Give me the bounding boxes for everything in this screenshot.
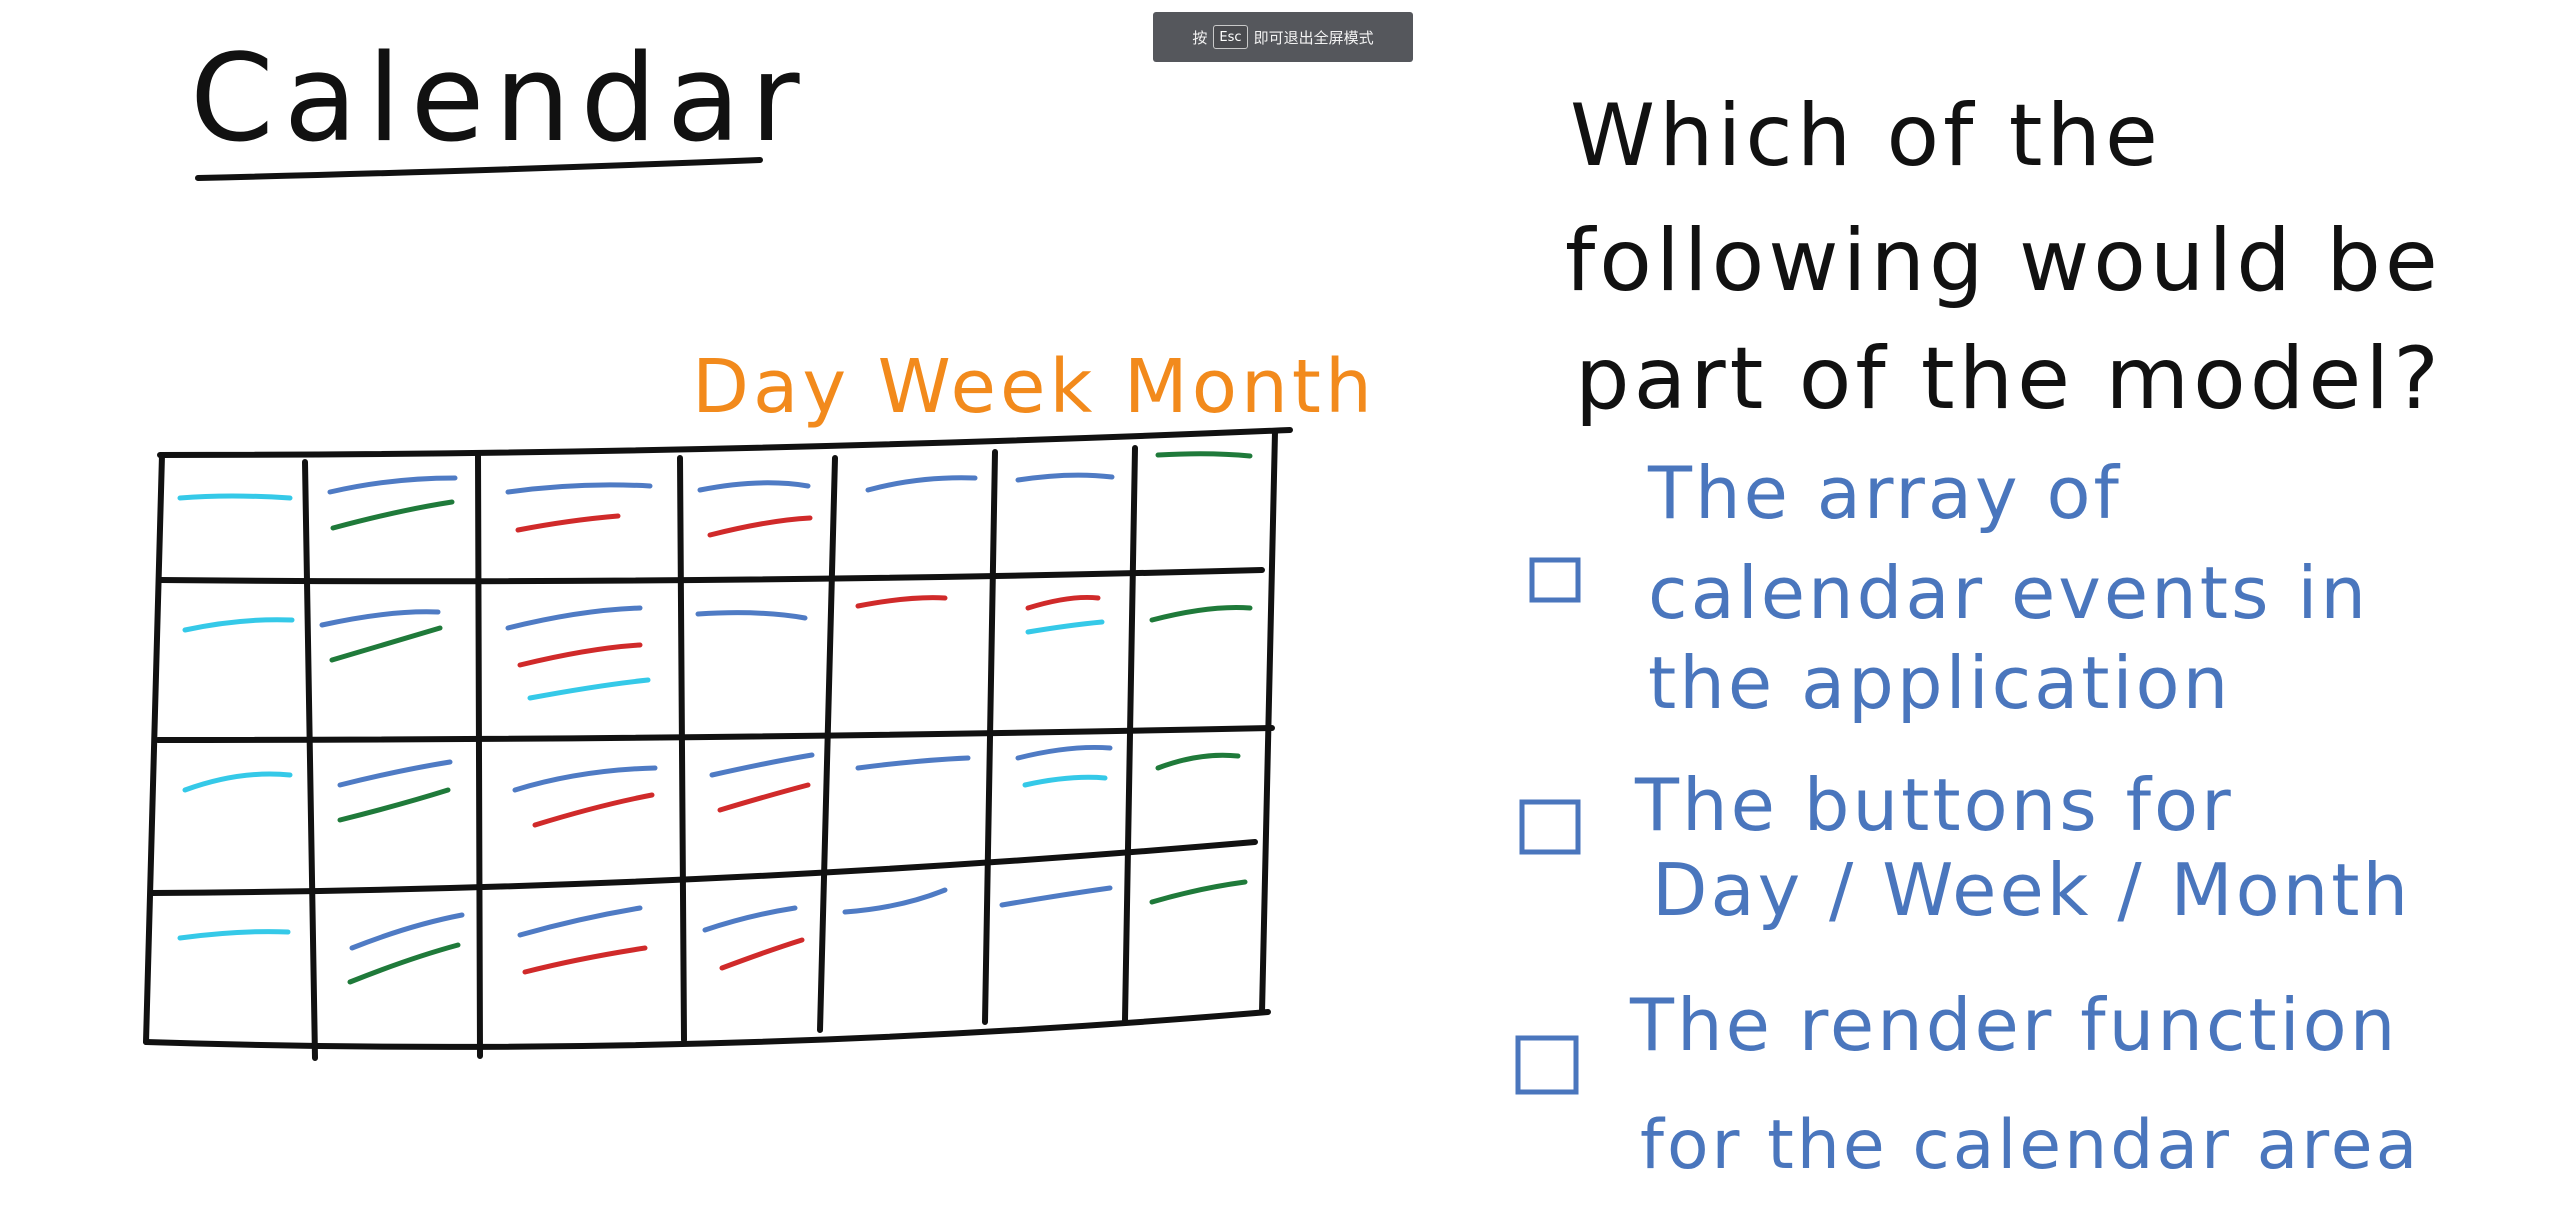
calendar-grid: [143, 427, 1293, 1061]
option-2-checkbox[interactable]: [1519, 799, 1581, 855]
calendar-events: [177, 451, 1253, 985]
option-2-line-1: The buttons for: [1634, 763, 2234, 847]
option-1-line-2: calendar events in: [1648, 551, 2369, 635]
question-line-2: following would be: [1565, 211, 2442, 311]
option-1-checkbox[interactable]: [1529, 557, 1581, 603]
option-3-line-2: for the calendar area: [1640, 1106, 2420, 1185]
fullscreen-exit-toast: 按 Esc 即可退出全屏模式: [1153, 12, 1413, 62]
option-2-line-2: Day / Week / Month: [1652, 848, 2411, 932]
question-line-1: Which of the: [1570, 86, 2162, 186]
title-underline: [195, 157, 763, 181]
lesson-title: Calendar: [190, 30, 810, 169]
option-3-line-1: The render function: [1629, 983, 2398, 1067]
question-line-3: part of the model?: [1575, 329, 2443, 429]
toast-prefix: 按: [1192, 28, 1208, 47]
esc-key: Esc: [1213, 25, 1248, 49]
view-buttons-label: Day Week Month: [692, 344, 1376, 430]
toast-message: 即可退出全屏模式: [1253, 28, 1374, 47]
option-1-line-3: the application: [1648, 641, 2231, 725]
option-1-line-1: The array of: [1647, 451, 2122, 535]
option-3-checkbox[interactable]: [1515, 1035, 1579, 1095]
